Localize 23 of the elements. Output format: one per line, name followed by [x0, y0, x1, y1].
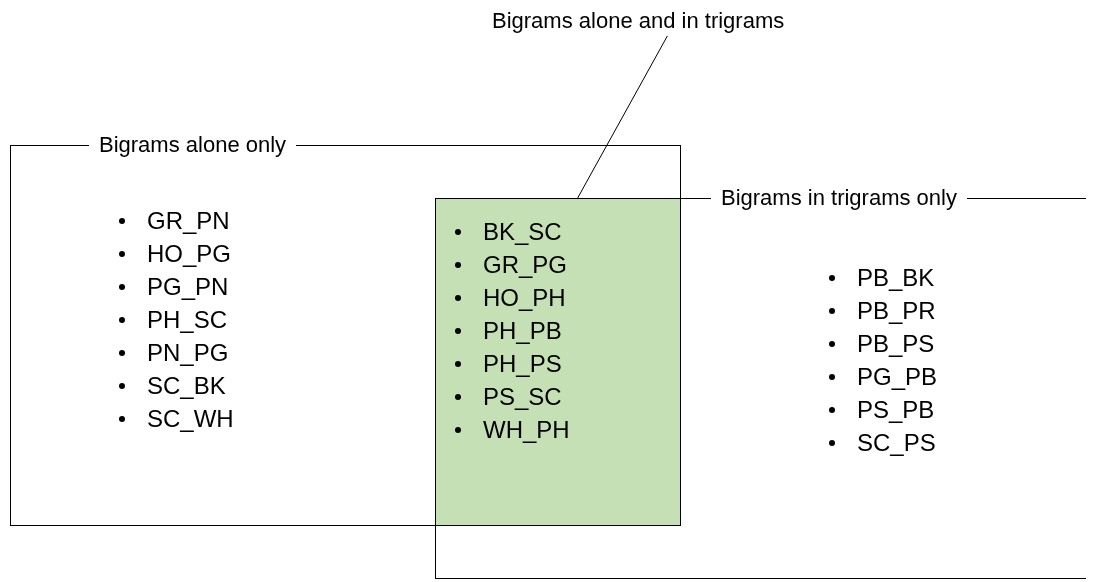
list-item: PH_PS: [483, 349, 562, 379]
list-item: PN_PG: [147, 338, 229, 368]
list-item: PB_BK: [857, 263, 935, 293]
list-item: PH_SC: [147, 305, 228, 335]
list-item: HO_PH: [483, 283, 566, 313]
list-item: GR_PN: [147, 206, 230, 236]
list-item: WH_PH: [483, 415, 570, 445]
list-item: SC_WH: [147, 404, 234, 434]
list-item: SC_BK: [147, 371, 226, 401]
callout-text: Bigrams alone and in trigrams: [492, 8, 785, 34]
leader-line: [577, 35, 668, 199]
list-item: PB_PR: [857, 296, 936, 326]
list-item: GR_PG: [483, 250, 568, 280]
list-item: HO_PG: [147, 239, 232, 269]
list-item: PG_PB: [857, 362, 938, 392]
list-item: PS_PB: [857, 395, 935, 425]
list-item: PH_PB: [483, 316, 562, 346]
list-item: BK_SC: [483, 217, 562, 247]
list-item: SC_PS: [857, 428, 936, 458]
list-item: PG_PN: [147, 272, 229, 302]
list-item: PS_SC: [483, 382, 562, 412]
overlap-region: [435, 198, 681, 526]
list-item: PB_PS: [857, 329, 935, 359]
